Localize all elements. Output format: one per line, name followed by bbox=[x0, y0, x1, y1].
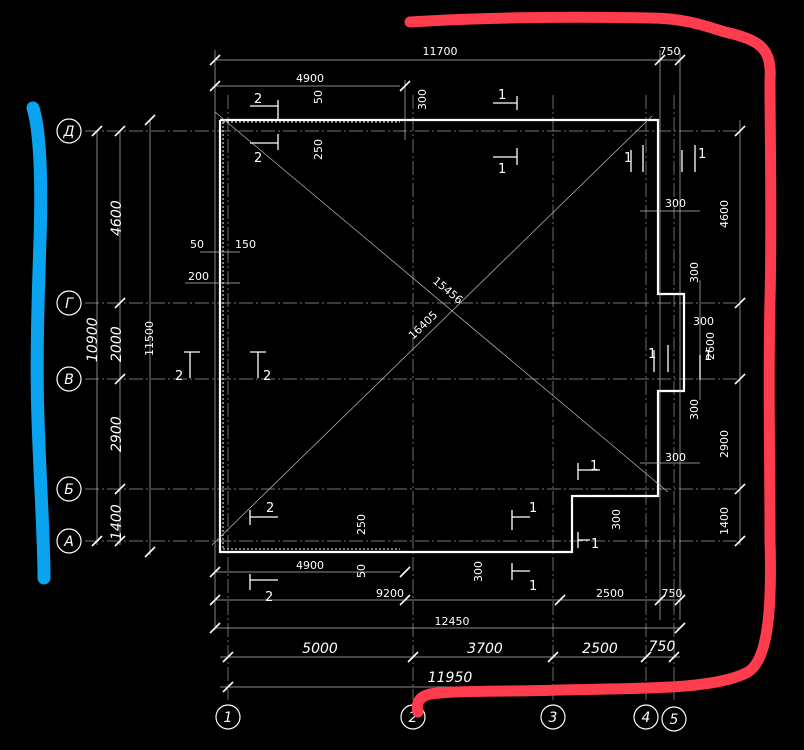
dim-bot-750: 750 bbox=[662, 587, 683, 600]
axis-label-3: 3 bbox=[549, 710, 558, 726]
section-label: 1 bbox=[704, 349, 712, 364]
axis-label-4: 4 bbox=[642, 710, 651, 726]
dim-left-4600: 4600 bbox=[109, 200, 125, 236]
dim-bottom-2500: 2500 bbox=[582, 641, 618, 657]
axis-bubble-v bbox=[56, 366, 82, 392]
dim-diag-a: 15456 bbox=[430, 274, 465, 306]
dim-right-300e: 300 bbox=[665, 451, 686, 464]
dimension-lines bbox=[96, 50, 741, 688]
dim-bot-300a: 300 bbox=[472, 561, 485, 582]
dim-right-300c: 300 bbox=[693, 315, 714, 328]
dim-bot-12450: 12450 bbox=[435, 615, 470, 628]
axis-bubble-1 bbox=[215, 704, 241, 730]
dim-bottom-11950: 11950 bbox=[428, 670, 473, 686]
section-label: 2 bbox=[254, 92, 262, 107]
dimension-labels: 11700 750 4900 50 300 250 50 150 200 154… bbox=[85, 45, 731, 686]
axis-label-5: 5 bbox=[670, 712, 679, 728]
dim-left-150: 150 bbox=[235, 238, 256, 251]
diagonal-lines bbox=[211, 111, 669, 546]
section-label: 2 bbox=[263, 369, 271, 384]
section-label: 1 bbox=[624, 151, 632, 166]
section-label: 1 bbox=[529, 501, 537, 516]
dim-right-4600: 4600 bbox=[718, 200, 731, 228]
dim-right-300d: 300 bbox=[688, 399, 701, 420]
dim-top-750: 750 bbox=[660, 45, 681, 58]
section-label: 1 bbox=[698, 147, 706, 162]
axis-bubble-b bbox=[56, 476, 82, 502]
axis-label-1: 1 bbox=[224, 710, 233, 726]
dim-right-300b: 300 bbox=[688, 262, 701, 283]
dim-top-4900: 4900 bbox=[296, 72, 324, 85]
dim-diag-b: 16405 bbox=[406, 308, 440, 342]
axis-bubble-g bbox=[56, 290, 82, 316]
section-labels: 2 2 1 1 1 1 2 2 1 1 2 1 1 2 1 1 bbox=[175, 88, 712, 605]
axis-bubble-4 bbox=[633, 704, 659, 730]
section-label: 2 bbox=[266, 501, 274, 516]
blue-annotation-stroke bbox=[26, 101, 51, 585]
dim-bottom-750: 750 bbox=[649, 639, 676, 655]
axis-bubbles: Д Г В Б А 1 2 3 4 5 bbox=[56, 118, 687, 732]
annotations bbox=[26, 11, 777, 718]
section-label: 1 bbox=[498, 162, 506, 177]
axis-bubble-5 bbox=[661, 706, 687, 732]
section-label: 1 bbox=[498, 88, 506, 103]
axis-label-2: 2 bbox=[409, 710, 418, 726]
dim-top-total: 11700 bbox=[423, 45, 458, 58]
section-label: 2 bbox=[175, 369, 183, 384]
dim-left-200: 200 bbox=[188, 270, 209, 283]
dim-bot-4900: 4900 bbox=[296, 559, 324, 572]
dim-top-50: 50 bbox=[312, 90, 325, 104]
dim-top-250: 250 bbox=[312, 139, 325, 160]
grid-lines bbox=[85, 95, 740, 700]
section-label: 1 bbox=[590, 459, 598, 474]
dim-left-11500: 11500 bbox=[143, 321, 156, 356]
building-outline bbox=[218, 118, 686, 554]
dim-bottom-5000: 5000 bbox=[302, 641, 338, 657]
axis-label-v: В bbox=[64, 372, 74, 388]
section-markers bbox=[184, 96, 701, 590]
section-label: 1 bbox=[529, 579, 537, 594]
axis-label-d: Д bbox=[63, 124, 75, 140]
section-label: 1 bbox=[648, 347, 656, 362]
section-label: 2 bbox=[265, 590, 273, 605]
axis-bubble-a bbox=[56, 528, 82, 554]
section-label: 2 bbox=[254, 151, 262, 166]
dim-left-10900: 10900 bbox=[85, 317, 101, 362]
section-label: 1 bbox=[591, 537, 599, 552]
axis-bubble-d bbox=[56, 118, 82, 144]
axis-label-g: Г bbox=[65, 296, 74, 312]
dim-right-300a: 300 bbox=[665, 197, 686, 210]
dim-bot-2500: 2500 bbox=[596, 587, 624, 600]
dim-right-2900: 2900 bbox=[718, 430, 731, 458]
dim-top-300: 300 bbox=[416, 89, 429, 110]
dim-right-1400: 1400 bbox=[718, 507, 731, 535]
dim-right-2600: 2600 bbox=[704, 332, 717, 360]
dim-left-1400: 1400 bbox=[109, 504, 125, 540]
dim-bot-50: 50 bbox=[355, 564, 368, 578]
dim-bot-250: 250 bbox=[355, 514, 368, 535]
red-annotation-stroke bbox=[404, 11, 777, 718]
dim-left-2000: 2000 bbox=[109, 326, 125, 362]
dim-bot-9200: 9200 bbox=[376, 587, 404, 600]
axis-label-a: А bbox=[63, 534, 74, 550]
dim-left-50: 50 bbox=[190, 238, 204, 251]
dim-bot-300b: 300 bbox=[610, 509, 623, 530]
axis-label-b: Б bbox=[64, 482, 74, 498]
axis-bubble-3 bbox=[540, 704, 566, 730]
dim-left-2900: 2900 bbox=[109, 416, 125, 452]
dim-bottom-3700: 3700 bbox=[467, 641, 503, 657]
